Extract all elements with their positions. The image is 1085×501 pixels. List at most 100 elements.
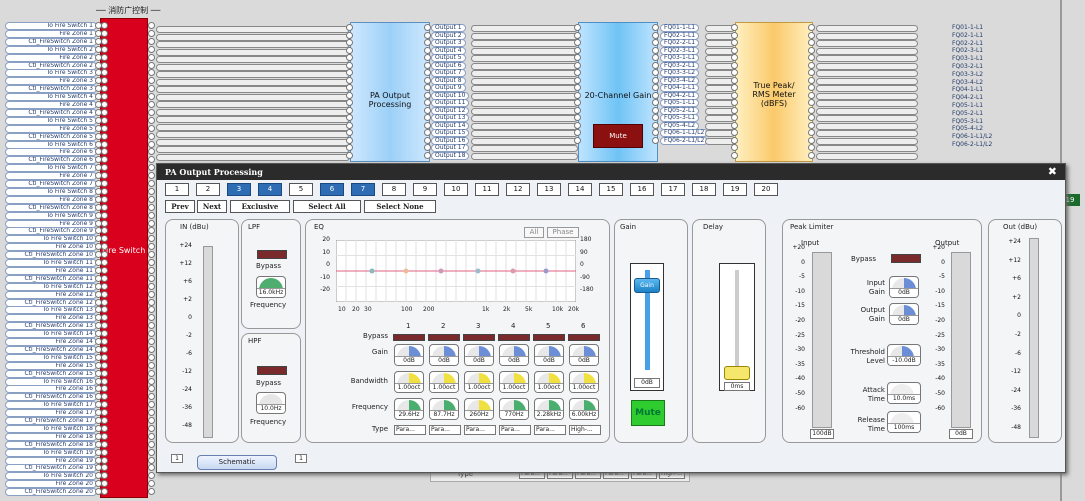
- port-node-icon[interactable]: [808, 76, 815, 84]
- port-node-icon[interactable]: [424, 54, 431, 61]
- eq-band-frequency-value[interactable]: 87.7Hz: [430, 410, 458, 419]
- port-node-icon[interactable]: [95, 164, 102, 172]
- in-scale-label[interactable]: +24: [179, 242, 192, 249]
- port-node-icon[interactable]: [652, 121, 659, 129]
- eq-band-bandwidth-value[interactable]: 1.00oct: [395, 383, 423, 392]
- left-port-label[interactable]: Ctl_FireSwitch Zone 16: [5, 393, 97, 402]
- port-node-icon[interactable]: [148, 274, 155, 282]
- port-node-icon[interactable]: [731, 121, 738, 129]
- port-node-icon[interactable]: [95, 172, 102, 180]
- port-node-icon[interactable]: [101, 180, 108, 187]
- eq-y-right-label[interactable]: 90: [580, 248, 588, 256]
- channel-tab[interactable]: 3: [227, 183, 251, 196]
- eq-band-bandwidth-knob[interactable]: 1.00oct: [394, 371, 424, 393]
- eq-band-gain-knob[interactable]: 0dB: [569, 344, 599, 366]
- limiter-output-scale-label[interactable]: -20: [935, 317, 945, 324]
- port-node-icon[interactable]: [574, 31, 581, 39]
- out-scale-label[interactable]: -48: [1011, 424, 1021, 431]
- port-node-icon[interactable]: [808, 136, 815, 144]
- port-node-icon[interactable]: [101, 101, 108, 108]
- port-node-icon[interactable]: [101, 290, 108, 298]
- port-node-icon[interactable]: [808, 24, 815, 31]
- eq-band-frequency-knob[interactable]: 260Hz: [464, 398, 494, 420]
- right-output-label[interactable]: FQ03-3-L2: [952, 70, 984, 78]
- limiter-output-scale-label[interactable]: -30: [935, 346, 945, 354]
- eq-x-label[interactable]: 200: [423, 306, 435, 313]
- connection-wire[interactable]: [471, 122, 578, 130]
- port-node-icon[interactable]: [148, 361, 155, 369]
- eq-band-bandwidth-value[interactable]: 1.00oct: [430, 383, 458, 392]
- left-port-label[interactable]: Fire Zone 6: [5, 148, 97, 157]
- eq-all-button[interactable]: All: [524, 227, 544, 238]
- port-node-icon[interactable]: [148, 53, 155, 61]
- eq-band-frequency-knob[interactable]: 2.28kHz: [534, 398, 564, 420]
- eq-band-gain-value[interactable]: 0dB: [535, 356, 563, 365]
- right-output-label[interactable]: FQ03-4-L2: [952, 78, 984, 86]
- right-output-label[interactable]: FQ05-2-L1: [952, 109, 984, 117]
- connection-wire[interactable]: [156, 101, 350, 108]
- right-output-label[interactable]: FQ04-2-L1: [952, 94, 984, 102]
- eq-y-right-label[interactable]: -180: [580, 286, 594, 293]
- eq-band-frequency-value[interactable]: 6.00kHz: [570, 410, 598, 419]
- out-scale-label[interactable]: -12: [1011, 368, 1021, 376]
- gain-output-label[interactable]: FQ05-1-L1: [660, 99, 700, 107]
- port-node-icon[interactable]: [731, 46, 738, 54]
- port-node-icon[interactable]: [101, 61, 108, 69]
- port-node-icon[interactable]: [101, 440, 108, 448]
- port-node-icon[interactable]: [95, 266, 102, 274]
- channel-tab[interactable]: 9: [413, 183, 437, 196]
- meter-block[interactable]: True Peak/ RMS Meter (dBFS): [735, 22, 813, 162]
- port-node-icon[interactable]: [95, 488, 102, 496]
- port-node-icon[interactable]: [95, 203, 102, 211]
- port-node-icon[interactable]: [101, 353, 108, 361]
- port-node-icon[interactable]: [148, 37, 155, 45]
- port-node-icon[interactable]: [148, 180, 155, 187]
- port-node-icon[interactable]: [424, 144, 431, 151]
- port-node-icon[interactable]: [148, 472, 155, 480]
- port-node-icon[interactable]: [95, 432, 102, 440]
- port-node-icon[interactable]: [346, 144, 353, 151]
- channel-tab[interactable]: 6: [320, 183, 344, 196]
- port-node-icon[interactable]: [574, 84, 581, 91]
- port-node-icon[interactable]: [148, 448, 155, 456]
- eq-y-right-label[interactable]: -90: [580, 273, 590, 281]
- connection-wire[interactable]: [471, 47, 578, 55]
- connection-wire[interactable]: [471, 107, 578, 115]
- left-port-label[interactable]: To Fire Switch 15: [5, 353, 97, 362]
- pa-output-label[interactable]: Output 13: [431, 114, 470, 122]
- connection-wire[interactable]: [156, 123, 350, 131]
- port-node-icon[interactable]: [148, 45, 155, 53]
- schematic-right-field[interactable]: 1: [295, 454, 307, 463]
- out-scale-label[interactable]: -36: [1011, 405, 1021, 413]
- left-port-label[interactable]: To Fire Switch 4: [5, 93, 97, 102]
- right-output-label[interactable]: FQ02-2-L1: [952, 39, 984, 47]
- eq-row-label[interactable]: Type: [371, 425, 388, 433]
- port-node-icon[interactable]: [346, 76, 353, 84]
- port-node-icon[interactable]: [101, 195, 108, 203]
- port-node-icon[interactable]: [95, 148, 102, 156]
- port-node-icon[interactable]: [95, 53, 102, 61]
- port-node-icon[interactable]: [148, 409, 155, 417]
- port-node-icon[interactable]: [424, 46, 431, 54]
- port-node-icon[interactable]: [731, 84, 738, 91]
- limiter-output-scale-label[interactable]: +20: [932, 244, 945, 251]
- connection-wire[interactable]: [156, 33, 350, 41]
- port-node-icon[interactable]: [148, 227, 155, 235]
- left-port-label[interactable]: Ctl_FireSwitch Zone 1: [5, 37, 97, 46]
- limiter-attack-knob[interactable]: 10.0ms: [887, 382, 921, 404]
- delay-fader-handle[interactable]: [724, 366, 750, 380]
- eq-band-gain-value[interactable]: 0dB: [430, 356, 458, 365]
- port-node-icon[interactable]: [148, 156, 155, 164]
- port-node-icon[interactable]: [101, 432, 108, 440]
- port-node-icon[interactable]: [95, 314, 102, 322]
- in-scale-label[interactable]: 0: [188, 314, 192, 321]
- port-node-icon[interactable]: [346, 61, 353, 69]
- right-output-label[interactable]: FQ05-1-L1: [952, 102, 984, 109]
- eq-band-type-select[interactable]: Para...: [499, 425, 531, 435]
- connection-wire[interactable]: [471, 100, 578, 107]
- pa-output-label[interactable]: Output 17: [431, 144, 470, 152]
- port-node-icon[interactable]: [148, 69, 155, 77]
- connection-wire[interactable]: [156, 153, 350, 161]
- port-node-icon[interactable]: [101, 108, 108, 116]
- left-port-label[interactable]: To Fire Switch 8: [5, 187, 97, 196]
